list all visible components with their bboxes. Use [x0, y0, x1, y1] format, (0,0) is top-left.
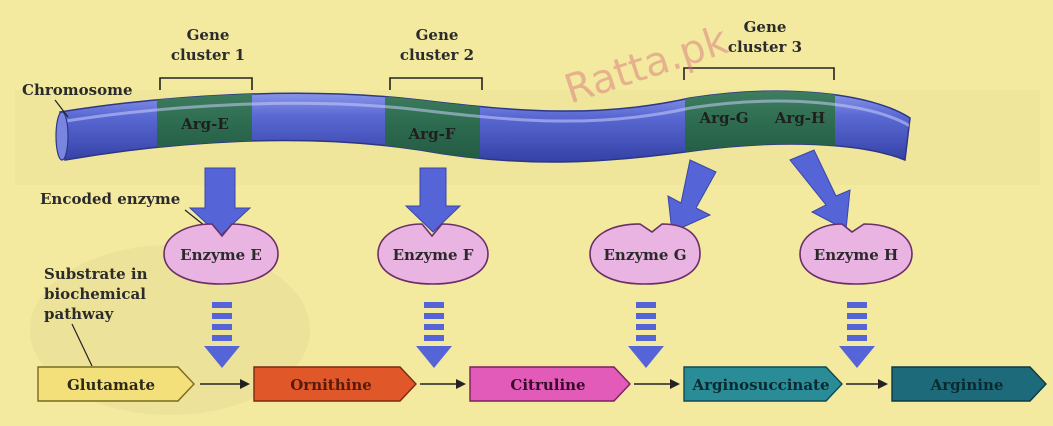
- chromosome-end: [56, 112, 68, 160]
- substrate-label-line1: Substrate in: [44, 265, 148, 283]
- substrate-label-line2: biochemical: [44, 285, 146, 303]
- substrate-arginosuccinate-label: Arginosuccinate: [691, 376, 829, 394]
- gene-label-arg-g: Arg-G: [698, 109, 748, 127]
- encoded-enzyme-label: Encoded enzyme: [40, 190, 180, 208]
- enzyme-h-label: Enzyme H: [814, 246, 898, 264]
- cluster-2-line1: Gene: [416, 26, 459, 44]
- cluster-3-line1: Gene: [744, 18, 787, 36]
- cluster-3-line2: cluster 3: [728, 38, 802, 56]
- substrate-label-line3: pathway: [44, 305, 115, 323]
- enzyme-g-label: Enzyme G: [603, 246, 686, 264]
- enzyme-e-label: Enzyme E: [180, 246, 262, 264]
- gene-label-arg-e: Arg-E: [180, 115, 229, 133]
- gene-label-arg-f: Arg-F: [408, 125, 456, 143]
- cluster-1-line1: Gene: [187, 26, 230, 44]
- substrate-citruline-label: Citruline: [510, 376, 585, 394]
- enzyme-f-label: Enzyme F: [393, 246, 474, 264]
- gene-label-arg-h: Arg-H: [774, 109, 825, 127]
- substrate-arginine-label: Arginine: [930, 376, 1004, 394]
- chromosome-label: Chromosome: [22, 81, 133, 99]
- substrate-ornithine-label: Ornithine: [290, 376, 372, 394]
- cluster-2-line2: cluster 2: [400, 46, 474, 64]
- substrate-glutamate-label: Glutamate: [67, 376, 155, 394]
- cluster-1-line2: cluster 1: [171, 46, 245, 64]
